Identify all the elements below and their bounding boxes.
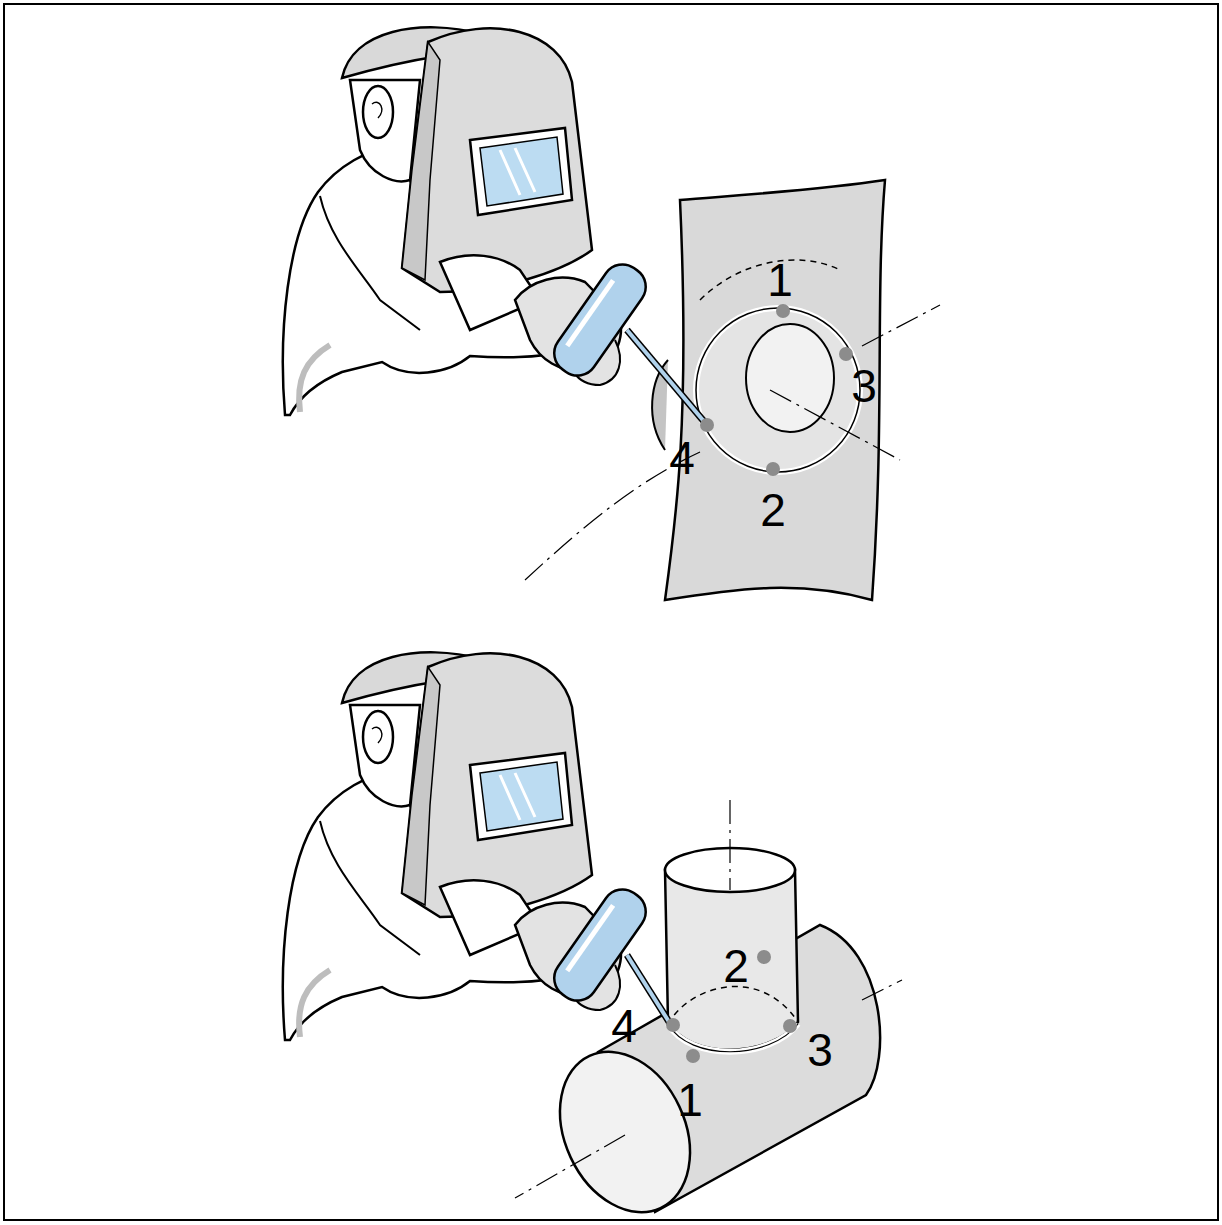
tack-point bbox=[766, 462, 780, 476]
main-axis bbox=[862, 980, 902, 1000]
welder bbox=[283, 27, 654, 415]
callout-number: 1 bbox=[677, 1077, 703, 1123]
weld-ring bbox=[696, 308, 860, 472]
welder bbox=[283, 652, 654, 1040]
branch-axis bbox=[729, 800, 730, 890]
tack-point bbox=[783, 1019, 797, 1033]
pipe-opening bbox=[746, 324, 834, 432]
hidden-seam bbox=[668, 987, 798, 1024]
pipe-axis bbox=[770, 390, 900, 460]
main-pipe-opening bbox=[535, 1031, 715, 1225]
main-axis bbox=[515, 1135, 625, 1198]
callout-number: 1 bbox=[767, 257, 793, 303]
callout-number: 3 bbox=[851, 363, 877, 409]
plate bbox=[665, 180, 885, 600]
tack-point bbox=[700, 418, 714, 432]
weld-seam bbox=[668, 1024, 798, 1052]
callout-number: 2 bbox=[760, 487, 786, 533]
weld-seam-outline bbox=[668, 1024, 798, 1052]
callout-number: 2 bbox=[723, 943, 749, 989]
electrode-fill bbox=[627, 330, 707, 425]
tack-point bbox=[757, 950, 771, 964]
plate-axis bbox=[862, 305, 940, 346]
tack-point bbox=[686, 1049, 700, 1063]
callout-number: 3 bbox=[807, 1027, 833, 1073]
tack-point bbox=[839, 347, 853, 361]
callout-number: 4 bbox=[669, 435, 695, 481]
branch-pipe bbox=[665, 870, 798, 1050]
callout-number: 4 bbox=[611, 1003, 637, 1049]
tack-point bbox=[776, 304, 790, 318]
frame bbox=[4, 4, 1218, 1220]
tack-point bbox=[666, 1018, 680, 1032]
electrode bbox=[627, 330, 707, 425]
weld-ring-outline bbox=[696, 308, 860, 472]
